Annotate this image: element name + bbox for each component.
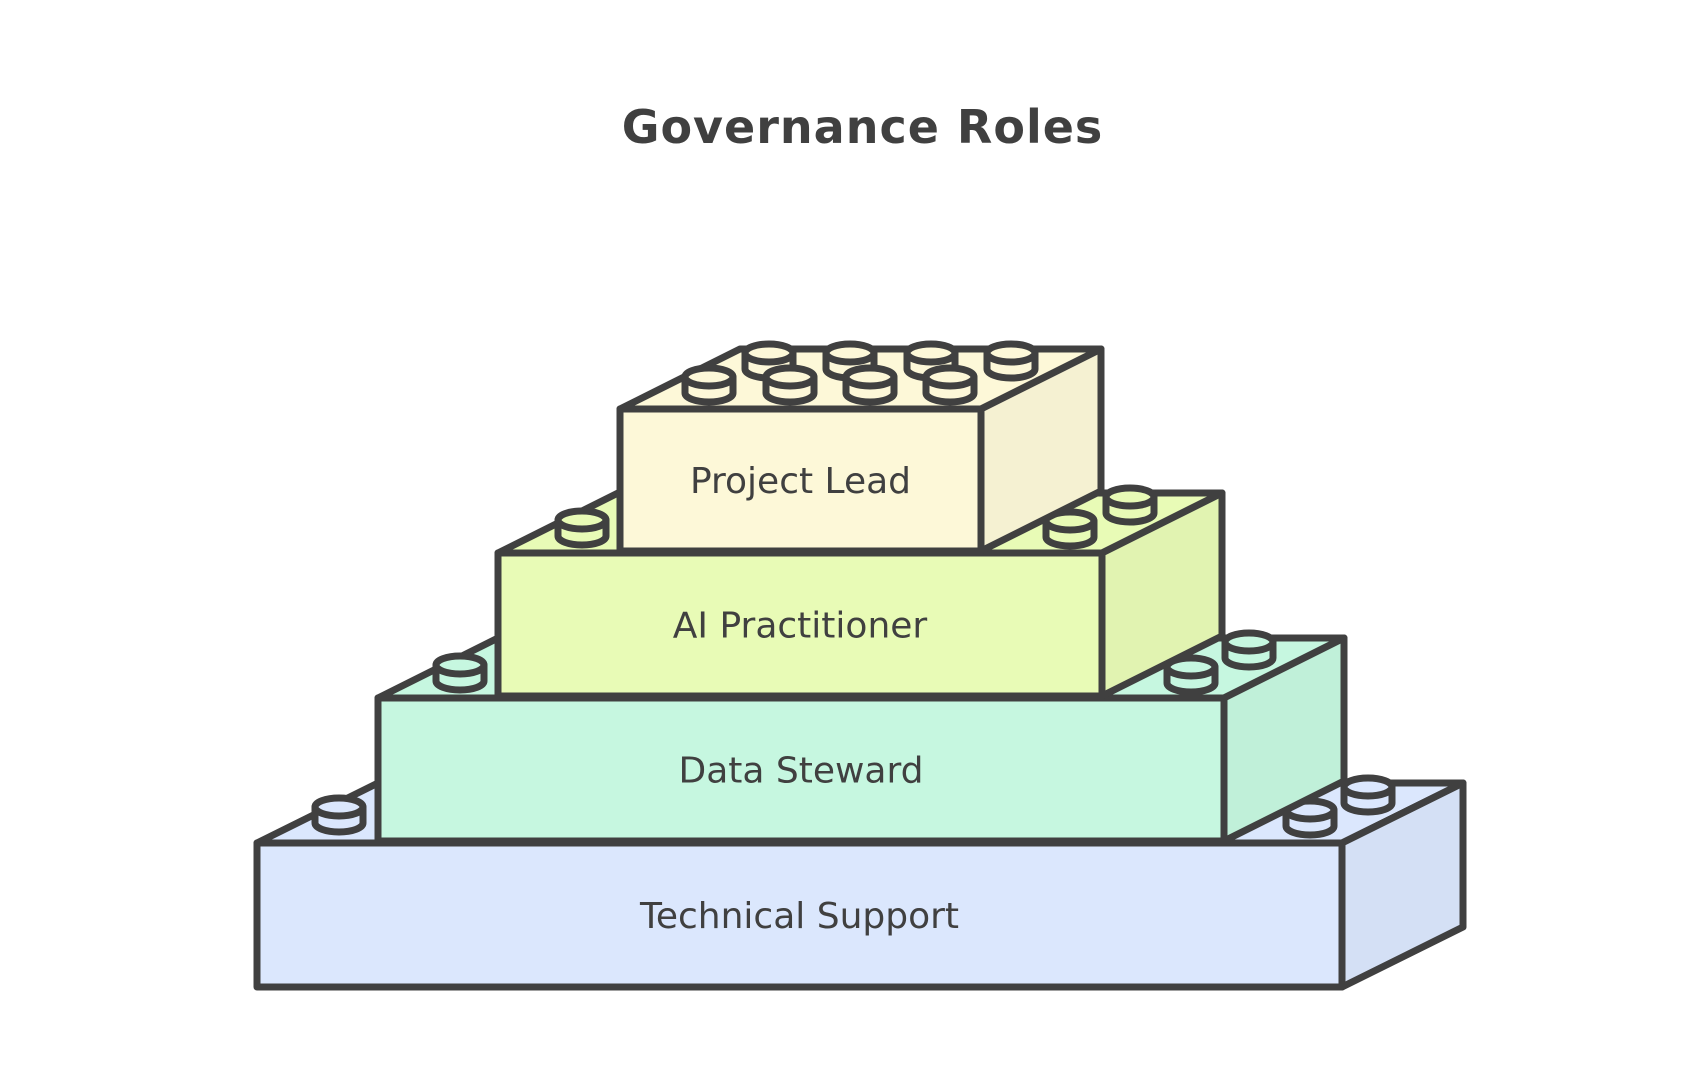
diagram-title: Governance Roles — [621, 100, 1104, 154]
stud — [432, 652, 488, 694]
stud — [1102, 484, 1158, 526]
stud — [842, 364, 898, 406]
block-label-ai-practitioner: AI Practitioner — [673, 606, 928, 647]
block-front-face — [616, 405, 985, 555]
stud — [681, 364, 737, 406]
block-front-face — [494, 549, 1106, 700]
block-front-face — [374, 694, 1228, 845]
stud — [922, 364, 978, 406]
stud — [311, 794, 367, 836]
stud — [1282, 797, 1338, 839]
stud — [554, 507, 610, 549]
stud — [983, 340, 1039, 382]
stud — [1340, 774, 1396, 816]
block-label-technical-support: Technical Support — [639, 896, 959, 937]
block-front-face — [253, 839, 1346, 991]
block-label-data-steward: Data Steward — [678, 751, 923, 792]
block-project-lead: Project Lead — [616, 340, 1105, 555]
block-label-project-lead: Project Lead — [690, 461, 911, 502]
stud — [1042, 508, 1098, 550]
stud — [1221, 629, 1277, 671]
stud — [762, 364, 818, 406]
